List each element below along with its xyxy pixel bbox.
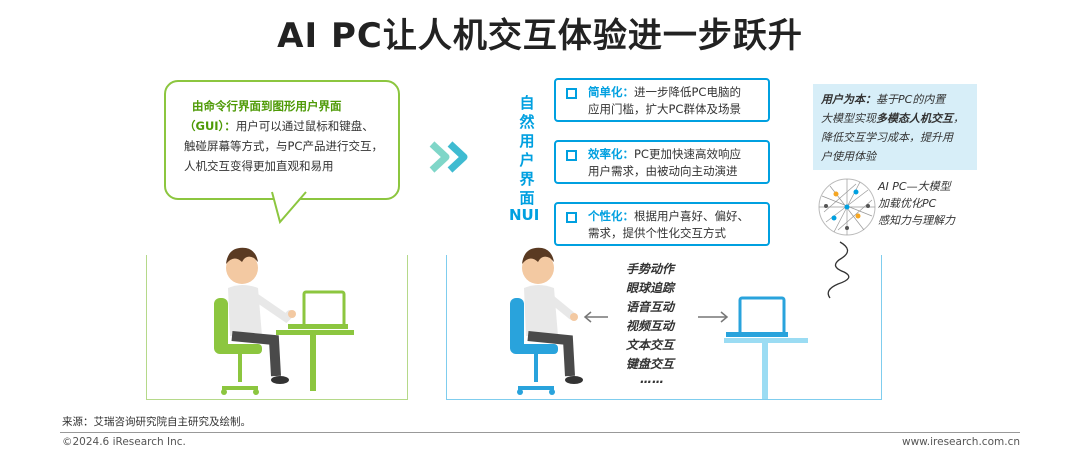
interaction-item: 键盘交互 bbox=[626, 355, 674, 372]
ai-pc-line: 加载优化PC bbox=[878, 195, 988, 212]
square-bullet-icon bbox=[566, 88, 577, 99]
user-first-text: 基于PC的内置 bbox=[876, 93, 945, 106]
square-bullet-icon bbox=[566, 150, 577, 161]
gui-body-3: 人机交互变得更加直观和易用 bbox=[184, 156, 388, 176]
nui-char: 用 bbox=[517, 132, 537, 151]
interaction-item: 手势动作 bbox=[626, 260, 674, 277]
ai-pc-line: AI PC—大模型 bbox=[878, 178, 988, 195]
interaction-ellipsis: …… bbox=[640, 372, 664, 386]
page-title: AI PC让人机交互体验进一步跃升 bbox=[0, 8, 1080, 57]
feature-efficiency: 效率化：PC更加快速高效响应 用户需求，由被动向主动演进 bbox=[554, 140, 770, 184]
arrow-left-icon bbox=[582, 310, 610, 324]
nui-char: 自 bbox=[517, 94, 537, 113]
nui-char: 界 bbox=[517, 170, 537, 189]
feature-text: PC更加快速高效响应 bbox=[634, 147, 741, 161]
feature-name: 个性化： bbox=[588, 209, 634, 223]
source-note: 来源：艾瑞咨询研究院自主研究及绘制。 bbox=[62, 414, 251, 429]
feature-text: 根据用户喜好、偏好、 bbox=[634, 209, 749, 223]
gui-heading: 由命令行界面到图形用户界面 bbox=[192, 99, 342, 113]
interaction-item: 文本交互 bbox=[626, 336, 674, 353]
feature-text: 应用门槛，扩大PC群体及场景 bbox=[588, 101, 762, 118]
gui-body-1: 用户可以通过鼠标和键盘、 bbox=[236, 119, 374, 133]
nui-char: 户 bbox=[517, 151, 537, 170]
nui-vertical-label: 自 然 用 户 界 面 bbox=[517, 94, 537, 208]
laptop-on-desk-icon bbox=[722, 294, 812, 400]
user-first-text: ， bbox=[953, 112, 964, 125]
feature-name: 简单化： bbox=[588, 85, 634, 99]
user-first-heading: 用户为本： bbox=[821, 93, 876, 106]
user-first-highlight: 多模态人机交互 bbox=[876, 112, 953, 125]
double-chevron-arrow-icon bbox=[428, 140, 484, 174]
ai-pc-caption: AI PC—大模型 加载优化PC 感知力与理解力 bbox=[878, 178, 988, 229]
user-first-box: 用户为本：基于PC的内置 大模型实现多模态人机交互， 降低交互学习成本，提升用 … bbox=[813, 84, 977, 170]
feature-name: 效率化： bbox=[588, 147, 634, 161]
user-first-text: 大模型实现 bbox=[821, 112, 876, 125]
feature-text: 用户需求，由被动向主动演进 bbox=[588, 163, 762, 180]
ai-network-sphere-icon bbox=[816, 176, 878, 238]
interaction-item: 语音互动 bbox=[626, 298, 674, 315]
square-bullet-icon bbox=[566, 212, 577, 223]
person-at-laptop-gui-icon bbox=[196, 240, 366, 400]
nui-abbr: NUI bbox=[509, 206, 539, 224]
interaction-item: 眼球追踪 bbox=[626, 279, 674, 296]
copyright: ©2024.6 iResearch Inc. bbox=[62, 436, 186, 448]
user-first-text: 降低交互学习成本，提升用 bbox=[821, 128, 969, 147]
footer-divider bbox=[60, 432, 1020, 433]
feature-text: 进一步降低PC电脑的 bbox=[634, 85, 741, 99]
feature-simplification: 简单化：进一步降低PC电脑的 应用门槛，扩大PC群体及场景 bbox=[554, 78, 770, 122]
gui-speech-bubble: 由命令行界面到图形用户界面 （GUI）：用户可以通过鼠标和键盘、 触碰屏幕等方式… bbox=[164, 80, 400, 200]
gui-abbr: （GUI）： bbox=[184, 119, 236, 133]
bubble-tail-icon bbox=[270, 190, 310, 224]
nui-char: 然 bbox=[517, 113, 537, 132]
user-first-text: 户使用体验 bbox=[821, 147, 969, 166]
feature-text: 需求，提供个性化交互方式 bbox=[588, 225, 762, 242]
ai-pc-line: 感知力与理解力 bbox=[878, 212, 988, 229]
interaction-item: 视频互动 bbox=[626, 317, 674, 334]
website-link[interactable]: www.iresearch.com.cn bbox=[902, 436, 1020, 448]
gui-body-2: 触碰屏幕等方式，与PC产品进行交互， bbox=[184, 136, 388, 156]
